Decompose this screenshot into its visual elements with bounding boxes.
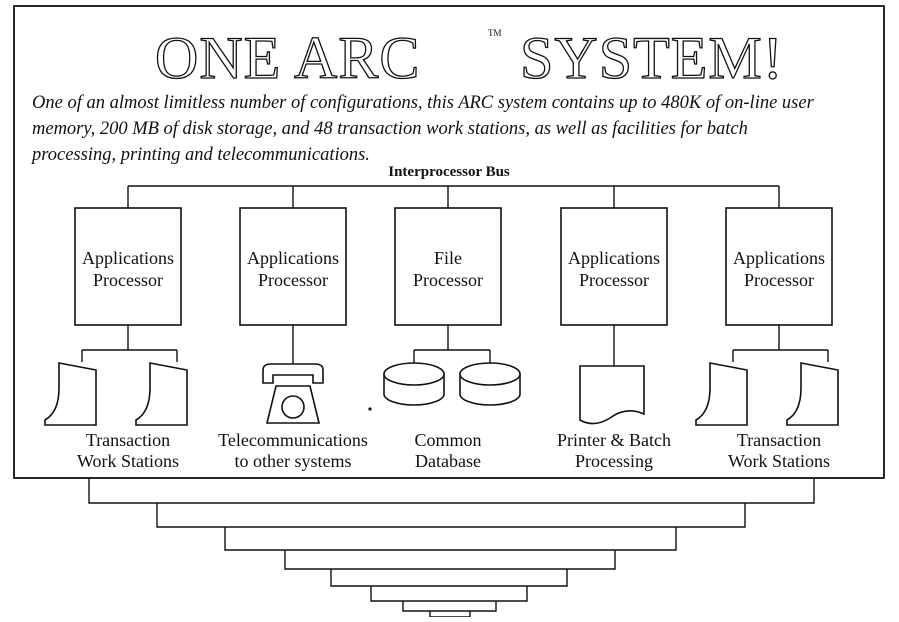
- stray-dot: [368, 407, 372, 411]
- processor-label-line-2: Processor: [579, 270, 649, 290]
- processor-label-line-2: Processor: [93, 270, 163, 290]
- workstation-icon: [786, 362, 839, 426]
- workstations-device: [44, 349, 188, 426]
- telephone-handset-icon: [262, 363, 324, 384]
- device-caption-line-2: Work Stations: [77, 451, 179, 471]
- base-step-2: [156, 503, 746, 528]
- processor-box: [74, 207, 182, 326]
- description-line-2: memory, 200 MB of disk storage, and 48 t…: [32, 119, 748, 139]
- device-caption-line-2: Work Stations: [728, 451, 830, 471]
- title-left: ONE ARC: [155, 25, 420, 91]
- processor-box: [239, 207, 347, 326]
- base-step-8: [429, 611, 471, 618]
- printer-paper-icon: [579, 365, 645, 425]
- telephone-device: [262, 350, 324, 424]
- disk-top-icon: [383, 362, 445, 386]
- bus-label: Interprocessor Bus: [388, 164, 510, 180]
- telephone-dial-icon: [281, 395, 305, 419]
- processor-label-line-1: Applications: [247, 248, 339, 268]
- description-line-3: processing, printing and telecommunicati…: [30, 145, 370, 165]
- processor-column: ApplicationsProcessorTelecommunicationst…: [218, 186, 368, 471]
- disk-top-icon: [459, 362, 521, 386]
- device-caption-line-1: Common: [414, 430, 481, 450]
- processor-label-line-1: Applications: [82, 248, 174, 268]
- description-line-1: One of an almost limitless number of con…: [32, 93, 815, 113]
- workstation-icon: [695, 362, 748, 426]
- processor-label-line-1: Applications: [568, 248, 660, 268]
- processor-label-line-1: File: [434, 248, 462, 268]
- processor-label-line-1: Applications: [733, 248, 825, 268]
- device-caption-line-2: Database: [415, 451, 481, 471]
- device-caption-line-2: to other systems: [235, 451, 352, 471]
- workstation-icon: [135, 362, 188, 426]
- processor-box: [394, 207, 502, 326]
- processor-label-line-2: Processor: [258, 270, 328, 290]
- processor-box: [560, 207, 668, 326]
- base-step-4: [284, 550, 616, 570]
- processor-label-line-2: Processor: [744, 270, 814, 290]
- device-caption-line-1: Printer & Batch: [557, 430, 671, 450]
- trademark-mark: TM: [488, 28, 502, 38]
- disks-device: [383, 349, 521, 406]
- base-step-1: [88, 478, 815, 504]
- base-step-3: [224, 527, 677, 551]
- base-step-5: [330, 569, 568, 587]
- printer-device: [579, 350, 645, 425]
- workstation-icon: [44, 362, 97, 426]
- device-caption-line-1: Telecommunications: [218, 430, 368, 450]
- processor-label-line-2: Processor: [413, 270, 483, 290]
- workstations-device: [695, 349, 839, 426]
- stacked-base: [88, 478, 815, 618]
- title-right: SYSTEM!: [520, 25, 784, 91]
- base-step-6: [370, 586, 528, 602]
- device-caption-line-1: Transaction: [737, 430, 821, 450]
- processor-box: [725, 207, 833, 326]
- device-caption-line-1: Transaction: [86, 430, 170, 450]
- base-step-7: [402, 601, 497, 612]
- device-caption-line-2: Processing: [575, 451, 653, 471]
